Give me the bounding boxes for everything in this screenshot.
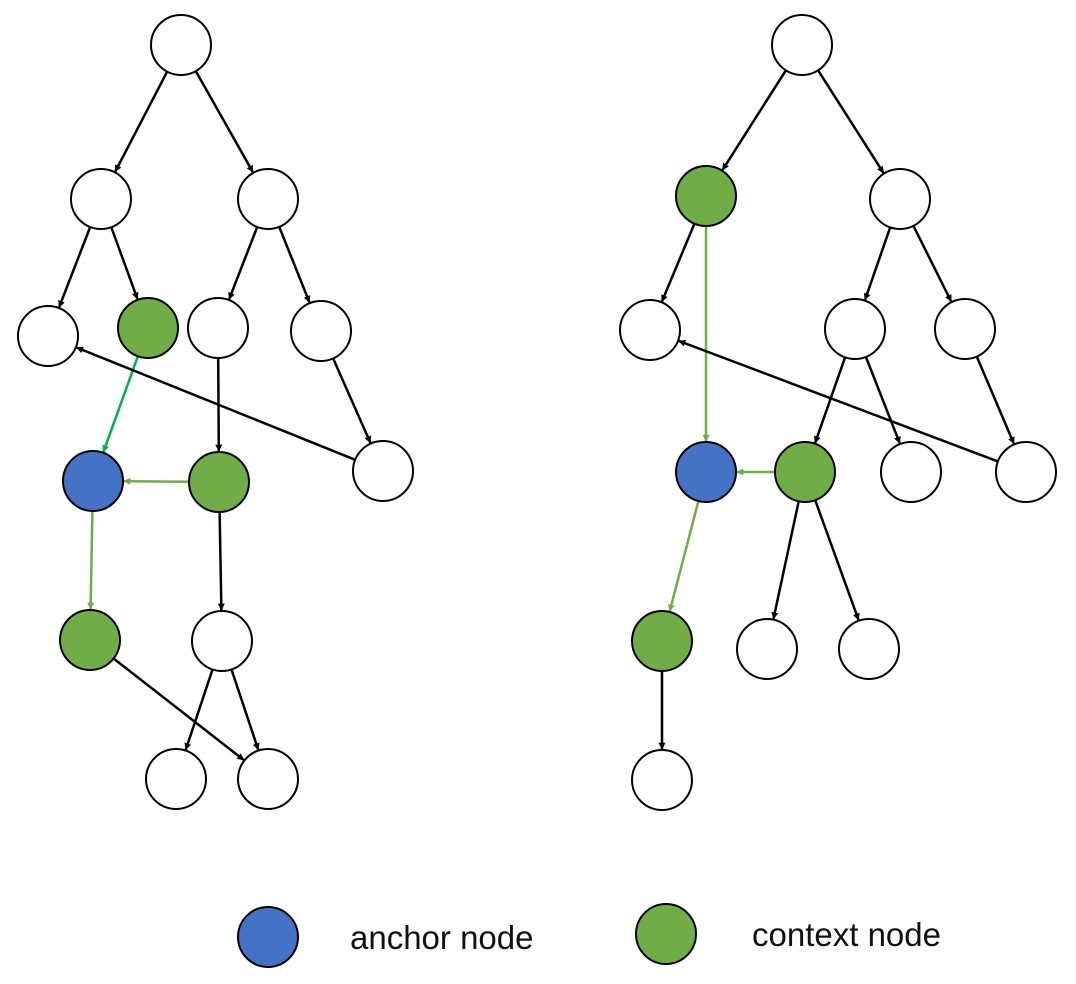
edge-r1-r3 xyxy=(817,69,885,174)
edge-r8-r13 xyxy=(814,499,860,621)
edge-l3-l7 xyxy=(278,226,311,303)
node-r9-plain xyxy=(880,441,942,503)
edge-l1-l3 xyxy=(194,70,254,173)
node-r2-context xyxy=(675,165,737,227)
edge-r3-r5 xyxy=(863,226,892,301)
node-l2-plain xyxy=(70,168,132,230)
node-r1-plain xyxy=(771,14,833,76)
node-r7-anchor xyxy=(675,441,737,503)
edge-r1-r2 xyxy=(721,69,787,171)
edge-l2-l4 xyxy=(58,226,92,308)
node-l4-plain xyxy=(17,305,79,367)
edge-r7-r11 xyxy=(667,500,700,612)
legend-anchor-swatch xyxy=(237,906,299,968)
edge-r8-r12 xyxy=(771,501,800,620)
legend-context-swatch xyxy=(635,903,697,965)
node-r3-plain xyxy=(869,168,931,230)
node-l8-anchor xyxy=(62,450,124,512)
node-r11-context xyxy=(631,610,693,672)
edge-l7-l10 xyxy=(331,357,372,444)
node-r8-context xyxy=(774,441,836,503)
edge-l11-l14 xyxy=(112,657,245,761)
edge-l1-l2 xyxy=(114,71,169,173)
edge-l8-l11 xyxy=(87,510,95,610)
node-l13-plain xyxy=(145,748,207,810)
node-l7-plain xyxy=(290,300,352,362)
node-l5-context xyxy=(117,297,179,359)
edge-r5-r9 xyxy=(864,356,901,444)
node-l6-plain xyxy=(187,297,249,359)
legend-context-label: context node xyxy=(752,916,941,953)
node-l12-plain xyxy=(191,610,253,672)
edge-l12-l14 xyxy=(230,669,260,751)
node-r10-plain xyxy=(995,441,1057,503)
edge-l5-l8 xyxy=(102,355,140,453)
edge-r5-r8 xyxy=(813,356,847,444)
edge-r10-r4 xyxy=(678,339,999,463)
node-r5-plain xyxy=(824,298,886,360)
edge-r6-r10 xyxy=(975,356,1015,445)
nodes-layer xyxy=(17,14,1057,811)
edge-l9-l12 xyxy=(217,511,225,611)
node-r14-plain xyxy=(631,749,693,811)
node-r6-plain xyxy=(934,298,996,360)
edge-l12-l13 xyxy=(184,669,214,751)
node-l11-context xyxy=(59,609,121,671)
node-l1-plain xyxy=(150,14,212,76)
node-r12-plain xyxy=(736,618,798,680)
edge-r3-r6 xyxy=(912,225,953,302)
node-l14-plain xyxy=(237,748,299,810)
edge-l2-l5 xyxy=(110,226,139,300)
edge-l10-l4 xyxy=(76,346,356,461)
node-l3-plain xyxy=(237,168,299,230)
edges-layer xyxy=(58,69,1015,761)
node-r13-plain xyxy=(838,618,900,680)
legend: anchor node context node xyxy=(237,903,941,968)
node-l9-context xyxy=(188,451,250,513)
edge-l9-l8 xyxy=(123,477,190,485)
node-r4-plain xyxy=(619,299,681,361)
edge-l3-l6 xyxy=(228,226,259,300)
node-l10-plain xyxy=(352,440,414,502)
legend-anchor-label: anchor node xyxy=(350,919,533,956)
edge-r2-r4 xyxy=(660,223,696,303)
